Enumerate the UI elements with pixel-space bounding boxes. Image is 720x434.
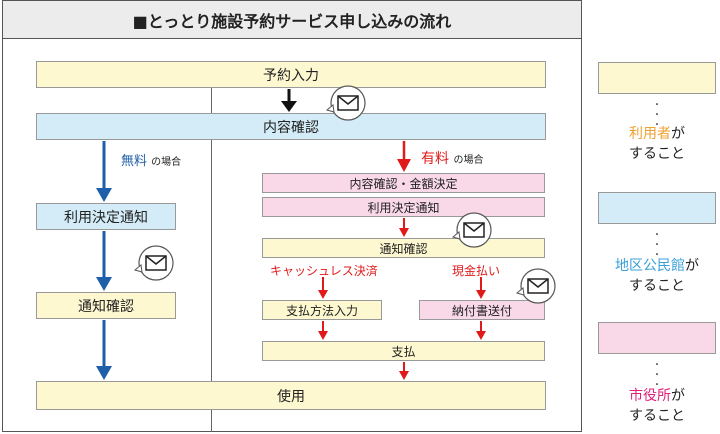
legend-swatch-city-hall <box>598 322 716 354</box>
mail-icon <box>451 212 492 248</box>
payment-method-step: 支払方法入力 <box>262 300 382 320</box>
legend-who: 地区公民館 <box>615 258 685 274</box>
use-step: 使用 <box>36 381 546 410</box>
legend-who: 利用者 <box>629 126 671 142</box>
free-confirm-step: 通知確認 <box>36 292 176 319</box>
column-divider <box>211 78 212 432</box>
mail-icon <box>515 268 556 304</box>
payment-step: 支払 <box>262 341 545 361</box>
cashless-label: キャッシュレス決済 <box>270 264 378 278</box>
mail-icon <box>325 85 366 121</box>
legend-dots: ··· <box>654 227 660 263</box>
legend-city-hall: 市役所がすること <box>629 388 685 424</box>
send-slip-step: 納付書送付 <box>419 300 545 320</box>
legend-community-center: 地区公民館がすること <box>615 258 699 294</box>
black-arrow <box>281 89 297 112</box>
mail-icon <box>133 245 174 281</box>
paid-notice-step: 利用決定通知 <box>262 197 545 217</box>
legend-swatch-community-center <box>598 192 716 224</box>
legend-dots: ··· <box>654 357 660 393</box>
cash-label: 現金払い <box>452 264 501 278</box>
free-notice-step: 利用決定通知 <box>36 203 176 230</box>
free-case-label: 無料 の場合 <box>121 154 182 169</box>
reservation-input-step: 予約入力 <box>36 61 546 88</box>
paid-confirm-amount-step: 内容確認・金額決定 <box>262 173 545 193</box>
legend-user: 利用者がすること <box>629 126 685 162</box>
paid-arrows <box>318 141 486 380</box>
paid-case-label: 有料 の場合 <box>421 151 484 167</box>
flow-frame <box>2 0 582 432</box>
content-confirm-step: 内容確認 <box>36 113 546 140</box>
legend-dots: ··· <box>654 97 660 133</box>
free-arrows <box>96 141 112 380</box>
legend-swatch-user <box>598 62 716 94</box>
legend-who: 市役所 <box>629 388 671 404</box>
page-title: ■とっとり施設予約サービス申し込みの流れ <box>3 1 581 39</box>
